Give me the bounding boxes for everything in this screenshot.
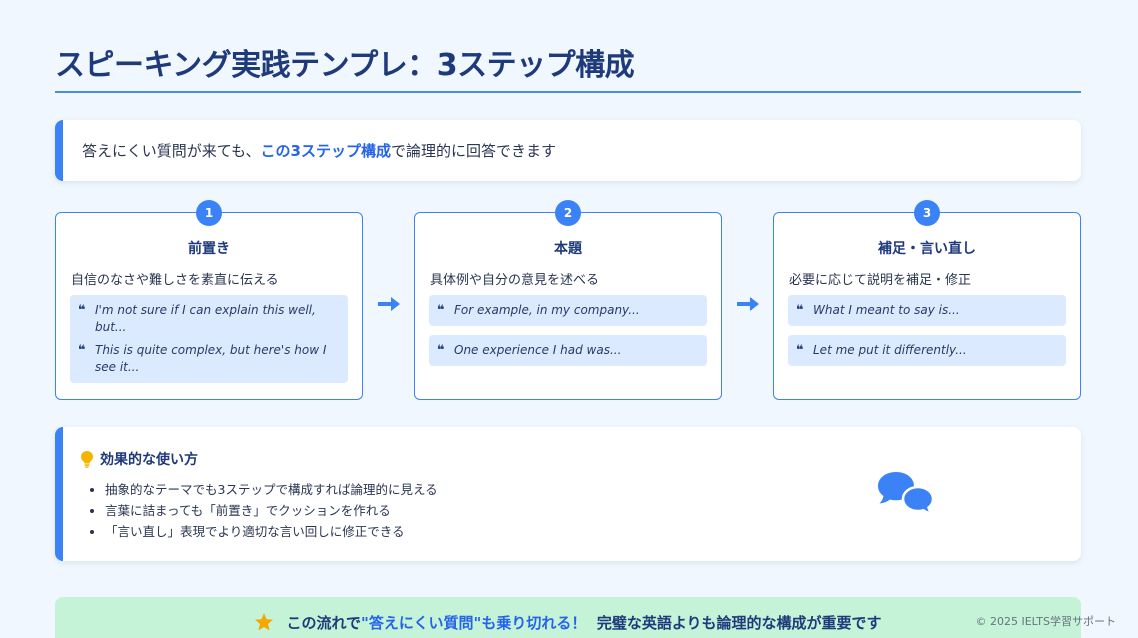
lightbulb-icon bbox=[81, 451, 93, 468]
list-item: 抽象的なテーマでも3ステップで構成すれば論理的に見える bbox=[105, 479, 438, 500]
example-phrase: ❝ Let me put it differently... bbox=[788, 335, 1066, 366]
tips-heading-text: 効果的な使い方 bbox=[100, 452, 198, 468]
arrow-right-icon bbox=[737, 297, 759, 311]
intro-highlight: この3ステップ構成 bbox=[260, 142, 391, 160]
quote-icon: ❝ bbox=[796, 343, 804, 358]
page-title: スピーキング実践テンプレ：3ステップ構成 bbox=[55, 48, 635, 83]
step-title: 前置き bbox=[188, 241, 230, 257]
star-icon bbox=[255, 613, 274, 631]
example-phrase: ❝ For example, in my company... bbox=[429, 295, 707, 326]
footer-highlight: "答えにくい質問"も乗り切れる！ bbox=[361, 614, 587, 632]
step-number-badge: 3 bbox=[914, 200, 940, 226]
step-card-3: 3 補足・言い直し 必要に応じて説明を補足・修正 ❝ What I meant … bbox=[773, 200, 1081, 400]
quote-icon: ❝ bbox=[78, 303, 86, 318]
tips-panel: 効果的な使い方 抽象的なテーマでも3ステップで構成すれば論理的に見える 言葉に詰… bbox=[55, 427, 1081, 561]
intro-prefix: 答えにくい質問が来ても、 bbox=[82, 142, 261, 160]
step-card-1: 1 前置き 自信のなさや難しさを素直に伝える ❝ I'm not sure if… bbox=[55, 200, 363, 400]
example-phrase-text: This is quite complex, but here's how I … bbox=[95, 343, 327, 374]
step-number-badge: 2 bbox=[555, 200, 581, 226]
example-phrase-text: For example, in my company... bbox=[454, 303, 640, 317]
tips-heading: 効果的な使い方 bbox=[80, 449, 198, 469]
tips-list: 抽象的なテーマでも3ステップで構成すれば論理的に見える 言葉に詰まっても「前置き… bbox=[105, 479, 438, 542]
example-phrase: ❝ One experience I had was... bbox=[429, 335, 707, 366]
list-item: 「言い直し」表現でより適切な言い回しに修正できる bbox=[105, 521, 438, 542]
copyright-text: © 2025 IELTS学習サポート bbox=[975, 615, 1117, 628]
quote-icon: ❝ bbox=[796, 303, 804, 318]
step-card-2: 2 本題 具体例や自分の意見を述べる ❝ For example, in my … bbox=[414, 200, 722, 400]
example-phrase-text: Let me put it differently... bbox=[813, 343, 967, 357]
intro-callout: 答えにくい質問が来ても、この3ステップ構成で論理的に回答できます bbox=[55, 120, 1081, 181]
example-phrase-text: What I meant to say is... bbox=[813, 303, 960, 317]
arrow-right-icon bbox=[378, 297, 400, 311]
quote-icon: ❝ bbox=[437, 343, 445, 358]
title-divider bbox=[55, 91, 1081, 93]
footer-suffix: 完璧な英語よりも論理的な構成が重要です bbox=[596, 614, 882, 632]
quote-icon: ❝ bbox=[78, 343, 86, 358]
quote-icon: ❝ bbox=[437, 303, 445, 318]
step-title: 本題 bbox=[554, 241, 582, 257]
step-description: 具体例や自分の意見を述べる bbox=[430, 273, 600, 288]
intro-suffix: で論理的に回答できます bbox=[390, 142, 556, 160]
footer-prefix: この流れで bbox=[286, 614, 362, 632]
example-phrase: ❝ This is quite complex, but here's how … bbox=[70, 335, 348, 383]
step-description: 自信のなさや難しさを素直に伝える bbox=[71, 273, 279, 288]
footer-banner: この流れで"答えにくい質問"も乗り切れる！ 完璧な英語よりも論理的な構成が重要で… bbox=[55, 597, 1081, 638]
example-phrase-text: One experience I had was... bbox=[454, 343, 622, 357]
example-phrase: ❝ What I meant to say is... bbox=[788, 295, 1066, 326]
step-description: 必要に応じて説明を補足・修正 bbox=[789, 273, 972, 288]
list-item: 言葉に詰まっても「前置き」でクッションを作れる bbox=[105, 500, 438, 521]
chat-bubbles-icon bbox=[878, 472, 935, 516]
step-number-badge: 1 bbox=[196, 200, 222, 226]
example-phrase-text: I'm not sure if I can explain this well,… bbox=[95, 303, 316, 334]
step-title: 補足・言い直し bbox=[878, 241, 976, 257]
